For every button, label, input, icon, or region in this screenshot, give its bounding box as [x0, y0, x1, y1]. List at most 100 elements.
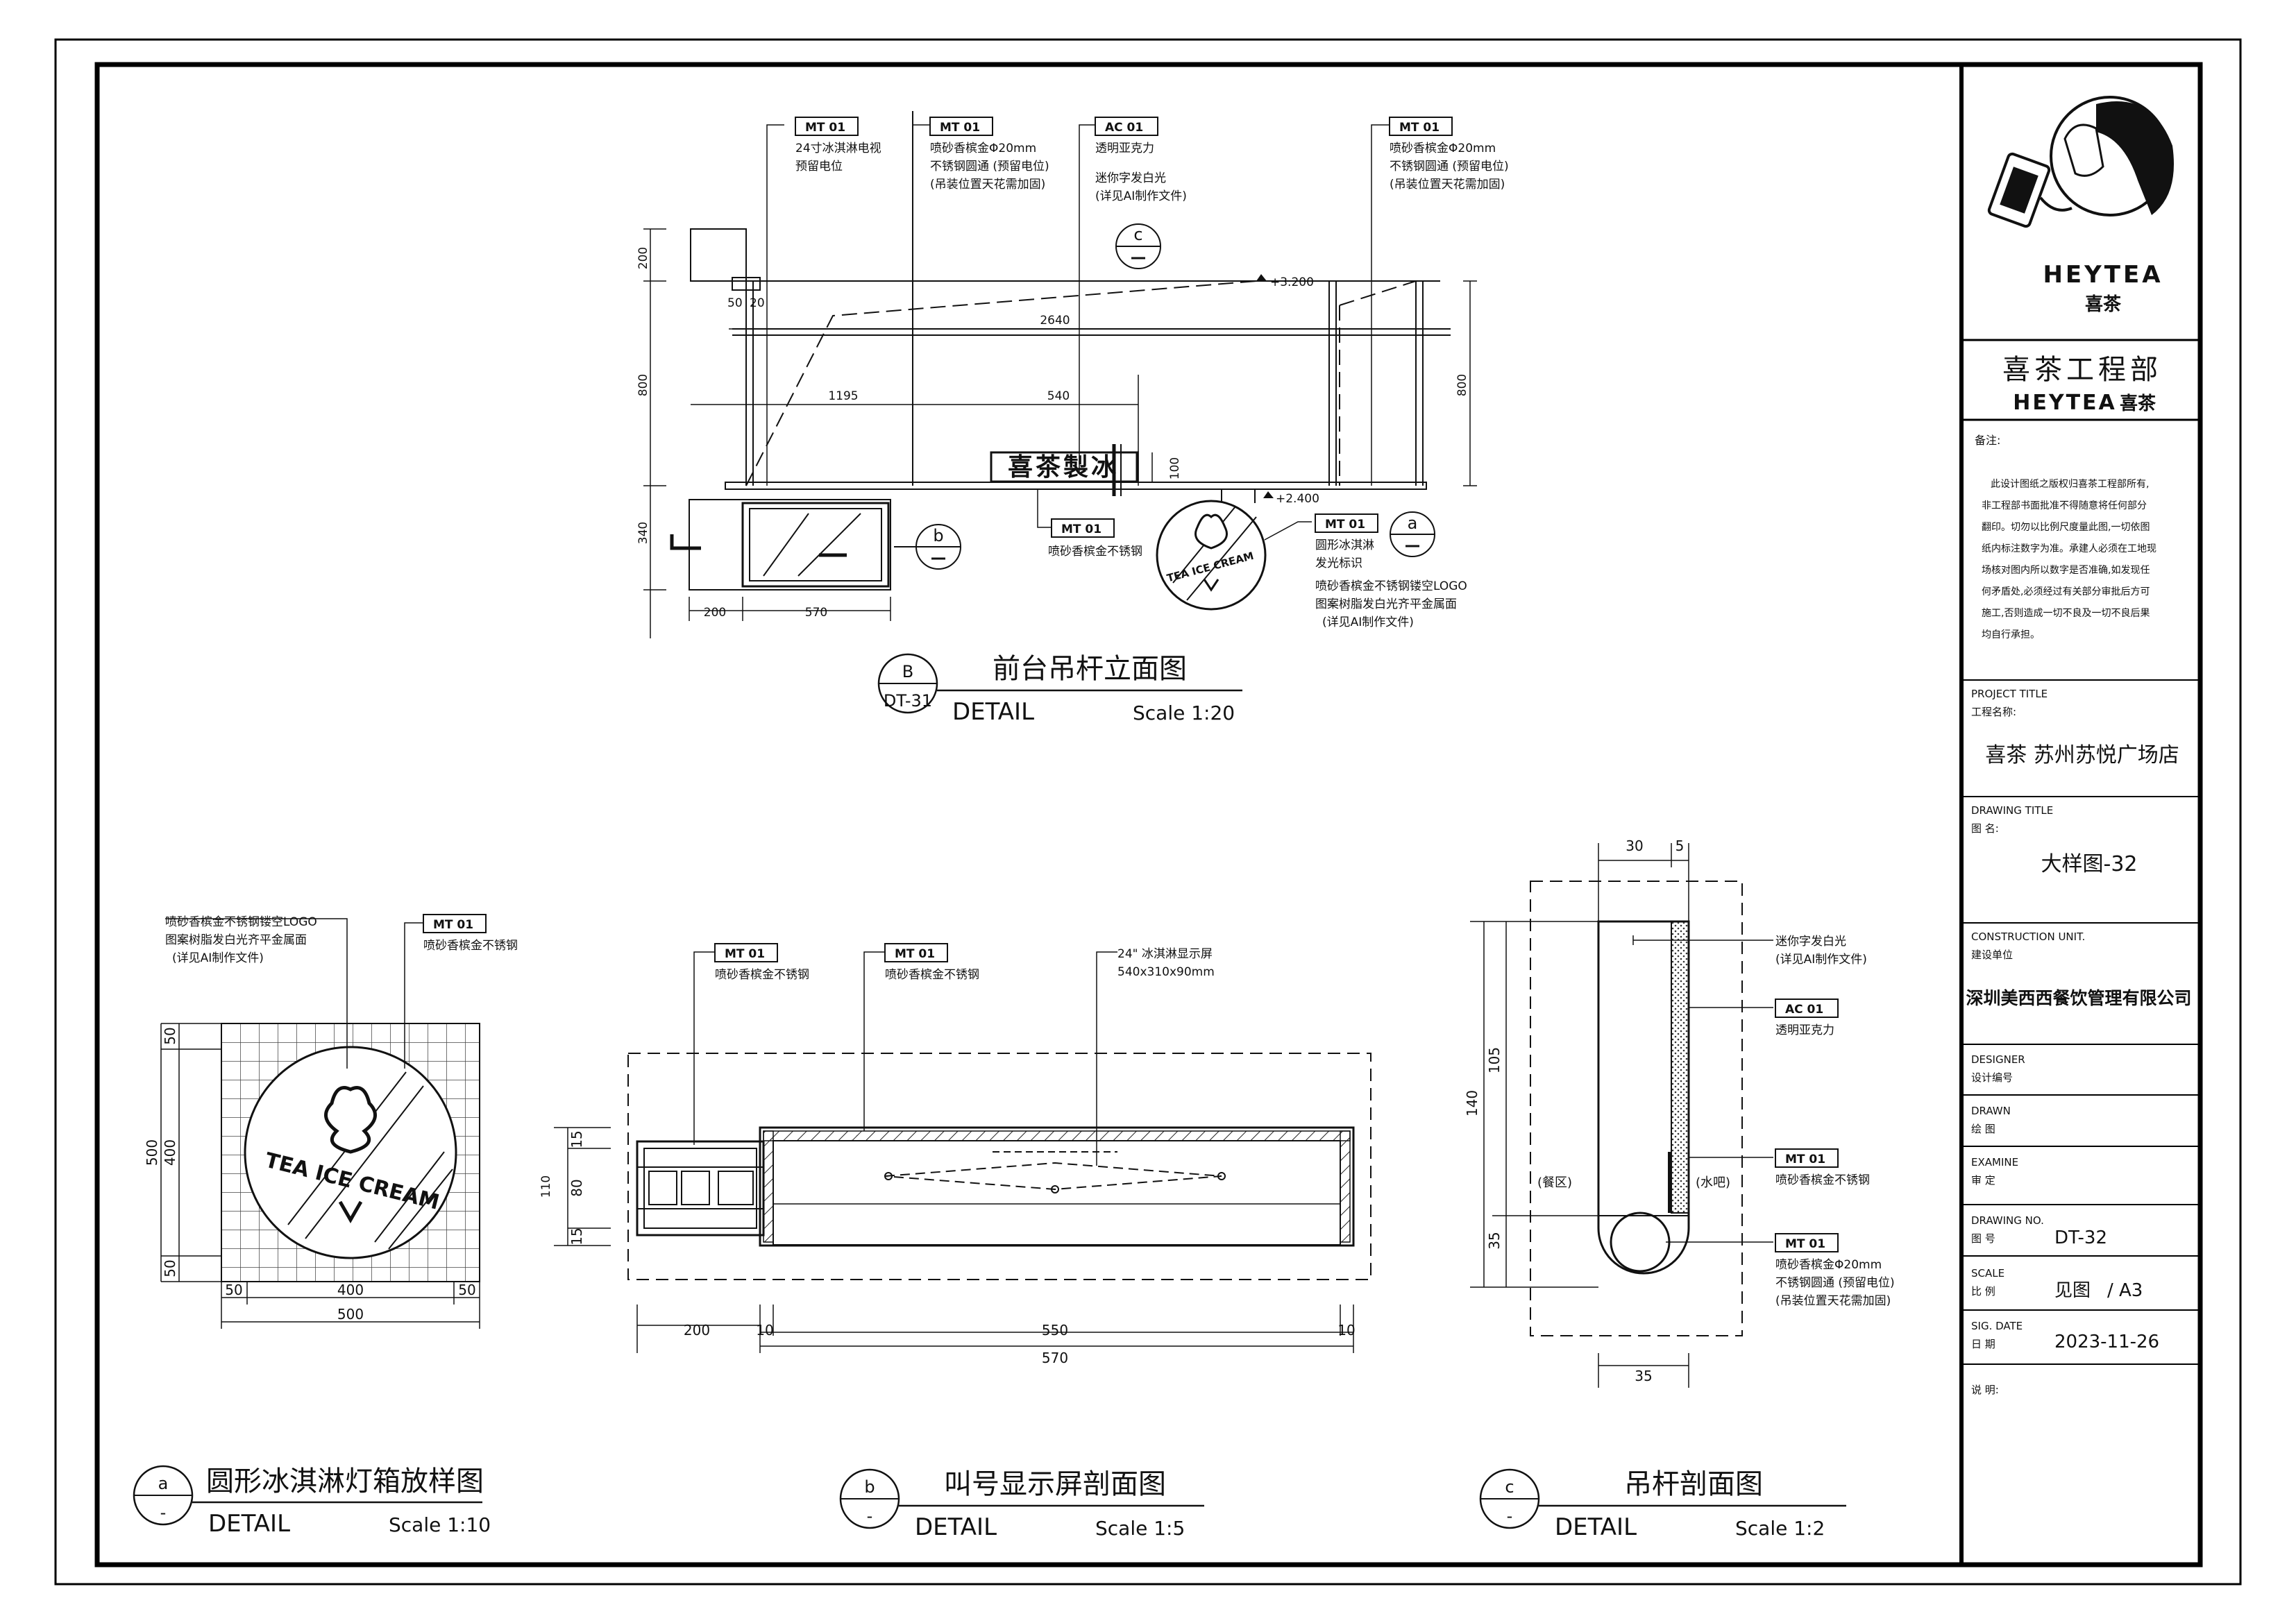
section-mark-a: a	[1390, 511, 1435, 557]
svg-text:800: 800	[636, 374, 650, 396]
svg-text:圆形冰淇淋: 圆形冰淇淋	[1315, 538, 1374, 552]
svg-text:DETAIL: DETAIL	[952, 698, 1034, 726]
detail-b-screen-dims: 15 80 15 110 200 10 550 10 570	[539, 1130, 1356, 1366]
svg-text:喷砂香槟金Φ20mm: 喷砂香槟金Φ20mm	[930, 142, 1036, 155]
title-block: HEYTEA 喜茶 喜茶工程部 HEYTEA 喜茶 备注: 此设计图纸之版权归喜…	[1961, 96, 2200, 1396]
construction-label: CONSTRUCTION UNIT.	[1971, 931, 2085, 943]
svg-text:50: 50	[225, 1282, 242, 1298]
svg-text:迷你字发白光: 迷你字发白光	[1775, 935, 1846, 949]
svg-text:MT 01: MT 01	[1399, 121, 1440, 135]
detail-b-screen-section	[554, 951, 1371, 1353]
project-title-label: PROJECT TITLE	[1971, 688, 2048, 700]
svg-text:Scale 1:10: Scale 1:10	[389, 1513, 491, 1536]
svg-text:200: 200	[684, 1322, 710, 1339]
svg-text:+2.400: +2.400	[1276, 492, 1319, 506]
svg-text:(详见AI制作文件): (详见AI制作文件)	[1775, 953, 1867, 967]
svg-text:圆形冰淇淋灯箱放样图: 圆形冰淇淋灯箱放样图	[206, 1465, 484, 1497]
svg-text:30: 30	[1626, 838, 1643, 854]
examine-label: EXAMINE	[1971, 1156, 2018, 1169]
svg-text:(餐区): (餐区)	[1537, 1175, 1572, 1190]
svg-text:24" 冰淇淋显示屏: 24" 冰淇淋显示屏	[1117, 947, 1213, 961]
svg-text:b: b	[933, 526, 943, 545]
detail-b-callouts: MT 01 24寸冰淇淋电视 预留电位 MT 01 喷砂香槟金Φ20mm 不锈钢…	[795, 117, 1509, 629]
svg-text:Scale 1:2: Scale 1:2	[1735, 1517, 1825, 1540]
svg-text:喷砂香槟金不锈钢: 喷砂香槟金不锈钢	[715, 968, 809, 982]
svg-text:AC 01: AC 01	[1105, 121, 1143, 135]
svg-text:前台吊杆立面图: 前台吊杆立面图	[993, 653, 1187, 685]
svg-text:均自行承担。: 均自行承担。	[1982, 629, 2040, 640]
detail-c-rod-callouts: 迷你字发白光 (详见AI制作文件) AC 01 透明亚克力 MT 01 喷砂香槟…	[1775, 935, 1895, 1308]
svg-text:15: 15	[568, 1130, 585, 1148]
svg-text:此设计图纸之版权归喜茶工程部所有,: 此设计图纸之版权归喜茶工程部所有,	[1991, 478, 2149, 490]
svg-text:105: 105	[1486, 1047, 1503, 1073]
detail-b-screen-title: b - 叫号显示屏剖面图 DETAIL Scale 1:5	[839, 1468, 1204, 1541]
svg-text:喷砂香槟金Φ20mm: 喷砂香槟金Φ20mm	[1775, 1258, 1882, 1272]
examine-label-cn: 审 定	[1971, 1174, 1995, 1187]
svg-text:500: 500	[337, 1306, 364, 1323]
designer-label-cn: 设计编号	[1971, 1071, 2013, 1084]
notes-label: 备注:	[1975, 434, 2000, 447]
svg-text:DETAIL: DETAIL	[208, 1510, 290, 1538]
svg-text:(详见AI制作文件): (详见AI制作文件)	[1095, 189, 1187, 203]
project-title-label-cn: 工程名称:	[1971, 706, 2016, 718]
svg-text:110: 110	[539, 1175, 553, 1198]
svg-text:预留电位: 预留电位	[795, 160, 843, 173]
svg-text:c: c	[1505, 1477, 1514, 1497]
svg-text:(吊装位置天花需加固): (吊装位置天花需加固)	[930, 178, 1045, 192]
svg-text:35: 35	[1486, 1232, 1503, 1249]
svg-text:MT 01: MT 01	[1325, 518, 1365, 532]
svg-text:MT 01: MT 01	[940, 121, 980, 135]
svg-text:发光标识: 发光标识	[1315, 556, 1362, 570]
inner-border	[94, 62, 2203, 1567]
sig-date: 2023-11-26	[2054, 1332, 2159, 1352]
svg-text:15: 15	[568, 1227, 585, 1245]
svg-text:+3.200: +3.200	[1270, 275, 1314, 289]
svg-text:(吊装位置天花需加固): (吊装位置天花需加固)	[1390, 178, 1505, 192]
svg-text:Scale 1:5: Scale 1:5	[1095, 1517, 1185, 1540]
svg-text:迷你字发白光: 迷你字发白光	[1095, 171, 1166, 185]
svg-text:800: 800	[1455, 374, 1469, 396]
drawing-name: 大样图-32	[2041, 852, 2138, 876]
dept-brand-cn: 喜茶	[2120, 393, 2156, 414]
svg-text:喷砂香槟金不锈钢: 喷砂香槟金不锈钢	[1048, 545, 1142, 559]
outer-border	[54, 38, 2242, 1586]
level-markers: +3.200 +2.400	[1256, 274, 1319, 506]
svg-text:80: 80	[568, 1179, 585, 1196]
detail-a-title: a - 圆形冰淇淋灯箱放样图 DETAIL Scale 1:10	[133, 1465, 491, 1538]
svg-text:a: a	[158, 1474, 169, 1493]
svg-text:MT 01: MT 01	[805, 121, 845, 135]
svg-text:50: 50	[458, 1282, 475, 1298]
svg-text:540x310x90mm: 540x310x90mm	[1117, 965, 1215, 979]
svg-text:B: B	[902, 662, 913, 681]
svg-text:MT 01: MT 01	[1785, 1237, 1825, 1251]
svg-text:540: 540	[1047, 389, 1070, 403]
section-mark-c: c	[1115, 223, 1161, 269]
svg-text:(水吧): (水吧)	[1696, 1175, 1730, 1190]
svg-text:MT 01: MT 01	[725, 947, 765, 961]
svg-text:400: 400	[337, 1282, 364, 1298]
svg-text:施工,否则造成一切不良及一切不良后果: 施工,否则造成一切不良及一切不良后果	[1982, 608, 2150, 619]
svg-text:200: 200	[704, 606, 726, 620]
svg-text:喷砂香槟金不锈钢镂空LOGO: 喷砂香槟金不锈钢镂空LOGO	[165, 915, 317, 929]
scale-label-cn: 比 例	[1971, 1285, 1995, 1298]
svg-text:50: 50	[727, 296, 743, 310]
svg-text:35: 35	[1635, 1368, 1652, 1384]
svg-text:DETAIL: DETAIL	[915, 1513, 997, 1541]
svg-text:100: 100	[1168, 457, 1182, 479]
svg-text:340: 340	[636, 522, 650, 544]
drawing-title-label-cn: 图 名:	[1971, 822, 1999, 835]
drawing-title-label: DRAWING TITLE	[1971, 804, 2053, 817]
svg-text:(详见AI制作文件): (详见AI制作文件)	[172, 951, 264, 965]
date-label: SIG. DATE	[1971, 1320, 2023, 1332]
svg-text:不锈钢圆通 (预留电位): 不锈钢圆通 (预留电位)	[930, 160, 1049, 173]
svg-text:50: 50	[162, 1259, 178, 1277]
svg-text:喷砂香槟金Φ20mm: 喷砂香槟金Φ20mm	[1390, 142, 1496, 155]
svg-text:不锈钢圆通 (预留电位): 不锈钢圆通 (预留电位)	[1775, 1276, 1895, 1290]
section-mark-b: b	[894, 524, 961, 570]
svg-text:喷砂香槟金不锈钢: 喷砂香槟金不锈钢	[885, 968, 979, 982]
detail-b-dims: 200 800 340 50 20 2640 1195 540 800 100 …	[636, 247, 1469, 620]
svg-text:何矛盾处,必须经过有关部分审批后方可: 何矛盾处,必须经过有关部分审批后方可	[1982, 586, 2150, 597]
svg-text:140: 140	[1464, 1090, 1480, 1116]
detail-b-elevation	[643, 111, 1477, 638]
